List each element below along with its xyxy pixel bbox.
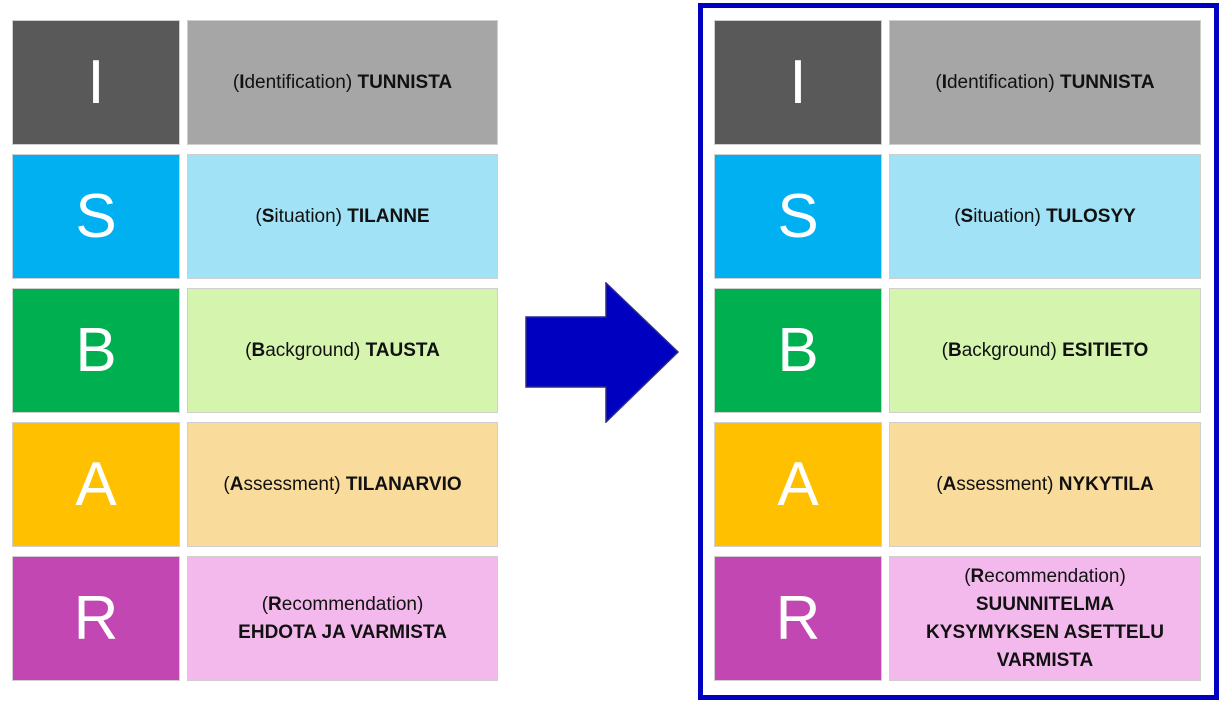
english-term: (Background) TAUSTA: [245, 337, 440, 365]
open-paren: (: [964, 565, 971, 587]
letter-box: B: [12, 288, 180, 413]
finnish-term: KYSYMYKSEN ASETTELU: [926, 621, 1164, 643]
english-term: (Recommendation): [926, 563, 1164, 591]
letter-box: B: [714, 288, 882, 413]
initial-letter: I: [239, 71, 245, 93]
finnish-term: TILANNE: [347, 205, 430, 227]
initial-letter: A: [229, 473, 244, 495]
highlight-frame: [698, 3, 1219, 700]
description-text: (Background) ESITIETO: [942, 337, 1149, 365]
letter-box: R: [714, 556, 882, 681]
term-rest: dentification): [244, 71, 358, 93]
initial-letter: R: [970, 565, 985, 587]
letter-box: S: [714, 154, 882, 279]
letter-box: A: [714, 422, 882, 547]
term-rest: ituation): [274, 205, 348, 227]
finnish-term-line: SUUNNITELMA: [926, 591, 1164, 619]
arrow-right-icon: [525, 282, 680, 423]
english-term: (Assessment) TILANARVIO: [223, 471, 461, 499]
term-rest: ackground): [265, 339, 366, 361]
description-text: (Identification) TUNNISTA: [935, 69, 1154, 97]
letter-box: R: [12, 556, 180, 681]
letter-box: A: [12, 422, 180, 547]
open-paren: (: [936, 473, 943, 495]
description-text: (Recommendation)EHDOTA JA VARMISTA: [238, 591, 447, 647]
term-rest: ssessment): [956, 473, 1059, 495]
open-paren: (: [245, 339, 252, 361]
term-rest: ackground): [961, 339, 1063, 361]
english-term: (Identification) TUNNISTA: [233, 69, 452, 97]
description-box: (Identification) TUNNISTA: [187, 20, 498, 145]
initial-letter: A: [942, 473, 957, 495]
initial-letter: I: [941, 71, 947, 93]
open-paren: (: [223, 473, 230, 495]
term-rest: dentification): [946, 71, 1060, 93]
isbar-row-i: I(Identification) TUNNISTA: [12, 20, 498, 145]
initial-letter: S: [960, 205, 974, 227]
finnish-term: TULOSYY: [1046, 205, 1136, 227]
open-paren: (: [255, 205, 262, 227]
term-rest: ituation): [973, 205, 1047, 227]
description-text: (Background) TAUSTA: [245, 337, 440, 365]
term-rest: ecommendation): [984, 565, 1126, 587]
description-box: (Assessment) NYKYTILA: [889, 422, 1201, 547]
open-paren: (: [941, 339, 948, 361]
finnish-term: TAUSTA: [365, 339, 440, 361]
finnish-term: EHDOTA JA VARMISTA: [238, 621, 447, 643]
open-paren: (: [232, 71, 240, 93]
isbar-row-b: B(Background) TAUSTA: [12, 288, 498, 413]
description-box: (Situation) TILANNE: [187, 154, 498, 279]
description-text: (Identification) TUNNISTA: [233, 69, 452, 97]
english-term: (Background) ESITIETO: [942, 337, 1149, 365]
term-rest: ssessment): [243, 473, 346, 495]
initial-letter: R: [268, 593, 282, 615]
description-text: (Assessment) NYKYTILA: [936, 471, 1153, 499]
finnish-term: VARMISTA: [996, 649, 1094, 671]
english-term: (Situation) TILANNE: [255, 203, 429, 231]
open-paren: (: [935, 71, 942, 93]
description-text: (Situation) TILANNE: [255, 203, 429, 231]
finnish-term-line: KYSYMYKSEN ASETTELU: [926, 619, 1164, 647]
description-box: (Recommendation)EHDOTA JA VARMISTA: [187, 556, 498, 681]
isbar-row-a: A(Assessment) TILANARVIO: [12, 422, 498, 547]
finnish-term-line: VARMISTA: [926, 647, 1164, 675]
english-term: (Situation) TULOSYY: [954, 203, 1136, 231]
finnish-term-line: EHDOTA JA VARMISTA: [238, 619, 447, 647]
description-box: (Background) ESITIETO: [889, 288, 1201, 413]
letter-box: I: [714, 20, 882, 145]
finnish-term: NYKYTILA: [1058, 473, 1154, 495]
isbar-row-b: B(Background) ESITIETO: [714, 288, 1201, 413]
isbar-row-r: R(Recommendation)EHDOTA JA VARMISTA: [12, 556, 498, 681]
letter-box: S: [12, 154, 180, 279]
isbar-row-s: S(Situation) TILANNE: [12, 154, 498, 279]
isbar-row-a: A(Assessment) NYKYTILA: [714, 422, 1201, 547]
finnish-term: TUNNISTA: [357, 71, 453, 93]
finnish-term: TUNNISTA: [1059, 71, 1155, 93]
english-term: (Recommendation): [238, 591, 447, 619]
description-text: (Situation) TULOSYY: [954, 203, 1136, 231]
finnish-term: ESITIETO: [1062, 339, 1149, 361]
english-term: (Assessment) NYKYTILA: [936, 471, 1153, 499]
initial-letter: B: [948, 339, 962, 361]
open-paren: (: [261, 593, 269, 615]
finnish-term: TILANARVIO: [345, 473, 462, 495]
initial-letter: S: [261, 205, 275, 227]
isbar-row-s: S(Situation) TULOSYY: [714, 154, 1201, 279]
letter-box: I: [12, 20, 180, 145]
finnish-term: SUUNNITELMA: [975, 593, 1115, 615]
description-box: (Background) TAUSTA: [187, 288, 498, 413]
initial-letter: B: [251, 339, 266, 361]
description-box: (Assessment) TILANARVIO: [187, 422, 498, 547]
description-box: (Situation) TULOSYY: [889, 154, 1201, 279]
term-rest: ecommendation): [281, 593, 424, 615]
open-paren: (: [954, 205, 961, 227]
description-text: (Assessment) TILANARVIO: [223, 471, 461, 499]
english-term: (Identification) TUNNISTA: [935, 69, 1154, 97]
isbar-row-i: I(Identification) TUNNISTA: [714, 20, 1201, 145]
description-box: (Identification) TUNNISTA: [889, 20, 1201, 145]
